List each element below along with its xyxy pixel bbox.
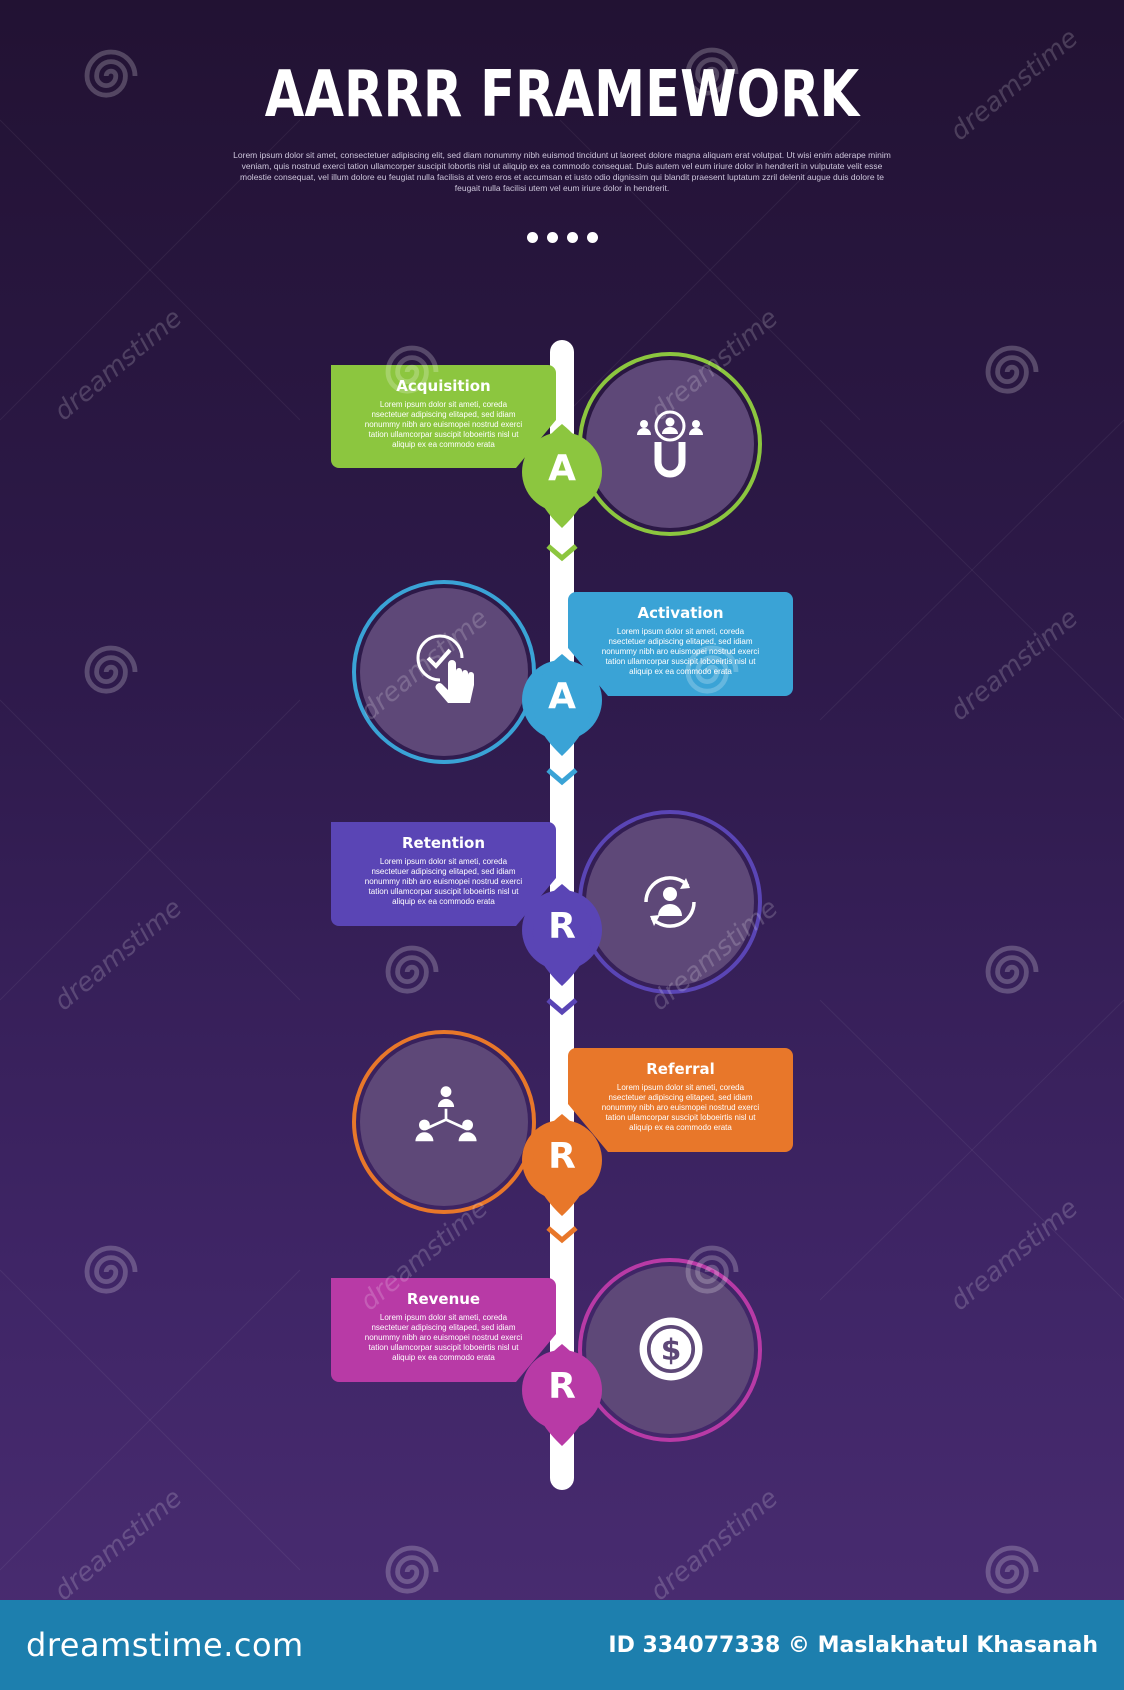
page-title: AARRR FRAMEWORK <box>264 58 860 132</box>
icon-disc <box>586 360 754 528</box>
pin-letter-a: A <box>548 448 576 489</box>
card-body: Lorem ipsum dolor sit ameti, coreda nsec… <box>601 627 760 676</box>
pin-letter-a: A <box>548 676 576 717</box>
card-title: Activation <box>637 604 724 622</box>
stage-pin-head <box>522 432 602 512</box>
card-body: Lorem ipsum dolor sit ameti, coreda nsec… <box>364 1313 523 1362</box>
pagination-dots <box>0 232 1124 243</box>
stage-pin <box>532 1114 592 1216</box>
dot <box>586 232 598 243</box>
stage-ring <box>578 1258 762 1442</box>
stage-retention <box>331 810 762 1016</box>
footer-logo: dreamstime.com <box>26 1626 304 1664</box>
chevron-down-icon <box>546 544 578 562</box>
chevron-down-icon <box>546 768 578 786</box>
chevron-down-icon <box>546 1226 578 1244</box>
card-activation: Activation Lorem ipsum dolor sit ameti, … <box>568 592 793 696</box>
dollar-coin-icon <box>637 1315 705 1383</box>
stage-card-bg <box>331 1278 556 1382</box>
watermark-lines <box>0 119 1124 1571</box>
card-body: Lorem ipsum dolor sit ameti, coreda nsec… <box>601 1083 760 1132</box>
card-title: Retention <box>401 834 486 852</box>
icon-disc <box>360 588 528 756</box>
stage-acquisition <box>331 352 762 562</box>
card-revenue: Revenue Lorem ipsum dolor sit ameti, cor… <box>331 1278 556 1382</box>
pin-letter-r: R <box>548 1366 576 1407</box>
stage-revenue <box>331 1258 762 1446</box>
icon-disc <box>360 1038 528 1206</box>
card-title: Revenue <box>406 1290 481 1308</box>
dot <box>526 232 538 243</box>
stage-referral <box>352 1030 793 1244</box>
stage-card-bg <box>568 1048 793 1152</box>
card-body: Lorem ipsum dolor sit ameti, coreda nsec… <box>364 857 523 906</box>
pin-letter-r: R <box>548 906 576 947</box>
card-retention: Retention Lorem ipsum dolor sit ameti, c… <box>331 822 556 926</box>
card-body: Lorem ipsum dolor sit ameti, coreda nsec… <box>364 400 523 449</box>
card-acquisition: Acquisition Lorem ipsum dolor sit ameti,… <box>331 365 556 469</box>
stage-pin <box>532 1344 592 1446</box>
icon-disc <box>586 818 754 986</box>
card-title: Referral <box>646 1060 715 1078</box>
dot <box>566 232 578 243</box>
pin-letter-r: R <box>548 1136 576 1177</box>
stage-ring <box>352 1030 536 1214</box>
dot <box>546 232 558 243</box>
footer-bar: dreamstime.com ID 334077338 © Maslakhatu… <box>0 1600 1124 1690</box>
card-referral: Referral Lorem ipsum dolor sit ameti, co… <box>568 1048 793 1152</box>
chevron-down-icon <box>546 998 578 1016</box>
card-title: Acquisition <box>396 377 491 395</box>
footer-credit: ID 334077338 © Maslakhatul Khasanah <box>608 1632 1098 1658</box>
page-subtitle: Lorem ipsum dolor sit amet, consectetuer… <box>233 150 891 193</box>
stage-pin <box>532 654 592 756</box>
stage-card-bg <box>331 822 556 926</box>
stage-pin <box>532 884 592 986</box>
stage-card-bg <box>331 365 556 468</box>
